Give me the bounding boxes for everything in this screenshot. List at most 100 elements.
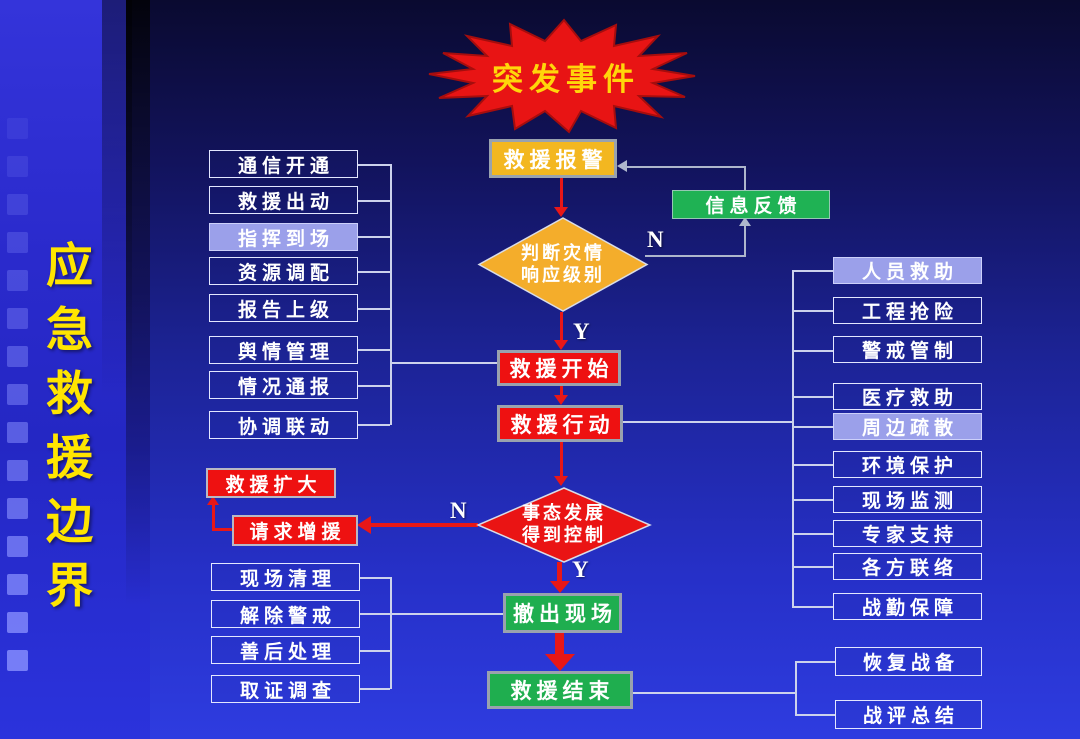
- connector-line: [792, 606, 833, 608]
- closeout-task-item: 现场清理: [211, 563, 360, 591]
- closeout-task-item: 取证调查: [211, 675, 360, 703]
- feedback-line: [626, 166, 746, 168]
- support-task-item: 情况通报: [209, 371, 358, 399]
- filmstrip-square: [7, 232, 28, 253]
- arrowhead-up-icon: [739, 217, 751, 226]
- support-task-item: 通信开通: [209, 150, 358, 178]
- rescue-action-node: 救援行动: [497, 405, 623, 442]
- connector-line: [357, 385, 390, 387]
- arrowhead-up-icon: [207, 496, 219, 505]
- connector-line: [622, 421, 792, 423]
- title-char: 救: [46, 367, 93, 420]
- flow-arrow: [555, 632, 564, 656]
- connector-line: [795, 714, 835, 716]
- action-task-item: 现场监测: [833, 486, 982, 513]
- yes-label: Y: [572, 557, 589, 582]
- support-task-item: 报告上级: [209, 294, 358, 322]
- connector-line: [390, 164, 392, 425]
- rescue-start-node: 救援开始: [497, 350, 621, 386]
- connector-line: [357, 236, 390, 238]
- filmstrip-square: [7, 118, 28, 139]
- closeout-task-item: 解除警戒: [211, 600, 360, 628]
- support-task-item: 舆情管理: [209, 336, 358, 364]
- no-label: N: [450, 498, 467, 523]
- flow-arrow: [371, 523, 478, 527]
- connector-line: [360, 613, 390, 615]
- filmstrip-square: [7, 536, 28, 557]
- flow-arrow: [560, 442, 563, 478]
- filmstrip-square: [7, 498, 28, 519]
- connector-line: [357, 424, 390, 426]
- withdraw-scene-node: 撤出现场: [503, 593, 622, 633]
- emergency-event-burst: 突发事件: [423, 18, 703, 134]
- no-label: N: [647, 227, 664, 252]
- connector-line: [792, 533, 833, 535]
- diamond-shape: [477, 217, 649, 312]
- sidebar-dark-band: [126, 0, 150, 739]
- feedback-line: [744, 225, 746, 256]
- slide-title-vertical: 应 急 救 援 边 界: [46, 234, 93, 618]
- filmstrip-square: [7, 384, 28, 405]
- connector-line: [357, 271, 390, 273]
- connector-line: [357, 164, 390, 166]
- support-task-item: 救援出动: [209, 186, 358, 214]
- arrowhead-left-icon: [357, 516, 371, 534]
- rescue-expand-node: 救援扩大: [206, 468, 336, 498]
- recovery-task-item: 恢复战备: [835, 647, 982, 676]
- title-char: 边: [46, 495, 93, 548]
- assess-level-decision: 判断灾情 响应级别: [477, 216, 649, 313]
- flow-arrow: [560, 385, 563, 397]
- connector-line: [795, 661, 835, 663]
- request-reinforcement-node: 请求增援: [232, 515, 358, 546]
- feedback-line: [744, 168, 746, 191]
- feedback-line: [645, 255, 746, 257]
- filmstrip-square: [7, 612, 28, 633]
- rescue-end-node: 救援结束: [487, 671, 633, 709]
- support-task-item: 指挥到场: [209, 223, 358, 251]
- closeout-task-item: 善后处理: [211, 636, 360, 664]
- sidebar: 应 急 救 援 边 界: [0, 0, 150, 739]
- decision-label: 事态发展 得到控制: [476, 486, 652, 564]
- filmstrip-square: [7, 156, 28, 177]
- yes-label: Y: [573, 319, 590, 344]
- info-feedback-node: 信息反馈: [672, 190, 830, 219]
- flow-arrow: [212, 528, 234, 531]
- connector-line: [795, 661, 797, 715]
- connector-line: [792, 499, 833, 501]
- action-task-item: 专家支持: [833, 520, 982, 547]
- title-char: 应: [46, 239, 93, 292]
- filmstrip-square: [7, 574, 28, 595]
- filmstrip-square: [7, 194, 28, 215]
- action-task-item: 各方联络: [833, 553, 982, 580]
- connector-line: [792, 396, 833, 398]
- arrowhead-down-icon: [550, 581, 570, 593]
- flow-arrow: [212, 504, 215, 531]
- connector-line: [792, 310, 833, 312]
- starburst-shape: [428, 18, 696, 134]
- connector-line: [360, 688, 390, 690]
- flow-arrow: [560, 312, 563, 342]
- filmstrip-square: [7, 650, 28, 671]
- action-task-item: 环境保护: [833, 451, 982, 478]
- arrowhead-down-icon: [554, 340, 568, 350]
- filmstrip-square: [7, 460, 28, 481]
- connector-line: [360, 577, 390, 579]
- decision-line1: 事态发展: [522, 503, 606, 524]
- action-task-item: 周边疏散: [833, 413, 982, 440]
- connector-line: [360, 650, 390, 652]
- title-char: 急: [46, 303, 93, 356]
- filmstrip-square: [7, 346, 28, 367]
- action-task-item: 人员救助: [833, 257, 982, 284]
- filmstrip-square: [7, 422, 28, 443]
- rescue-alarm-node: 救援报警: [489, 139, 617, 178]
- support-task-item: 协调联动: [209, 411, 358, 439]
- action-task-item: 医疗救助: [833, 383, 982, 410]
- connector-line: [792, 270, 833, 272]
- arrowhead-down-icon: [554, 207, 568, 217]
- filmstrip-square: [7, 308, 28, 329]
- action-task-item: 工程抢险: [833, 297, 982, 324]
- diamond-shape: [476, 487, 652, 563]
- flow-arrow: [557, 562, 562, 582]
- decision-line2: 响应级别: [521, 264, 605, 285]
